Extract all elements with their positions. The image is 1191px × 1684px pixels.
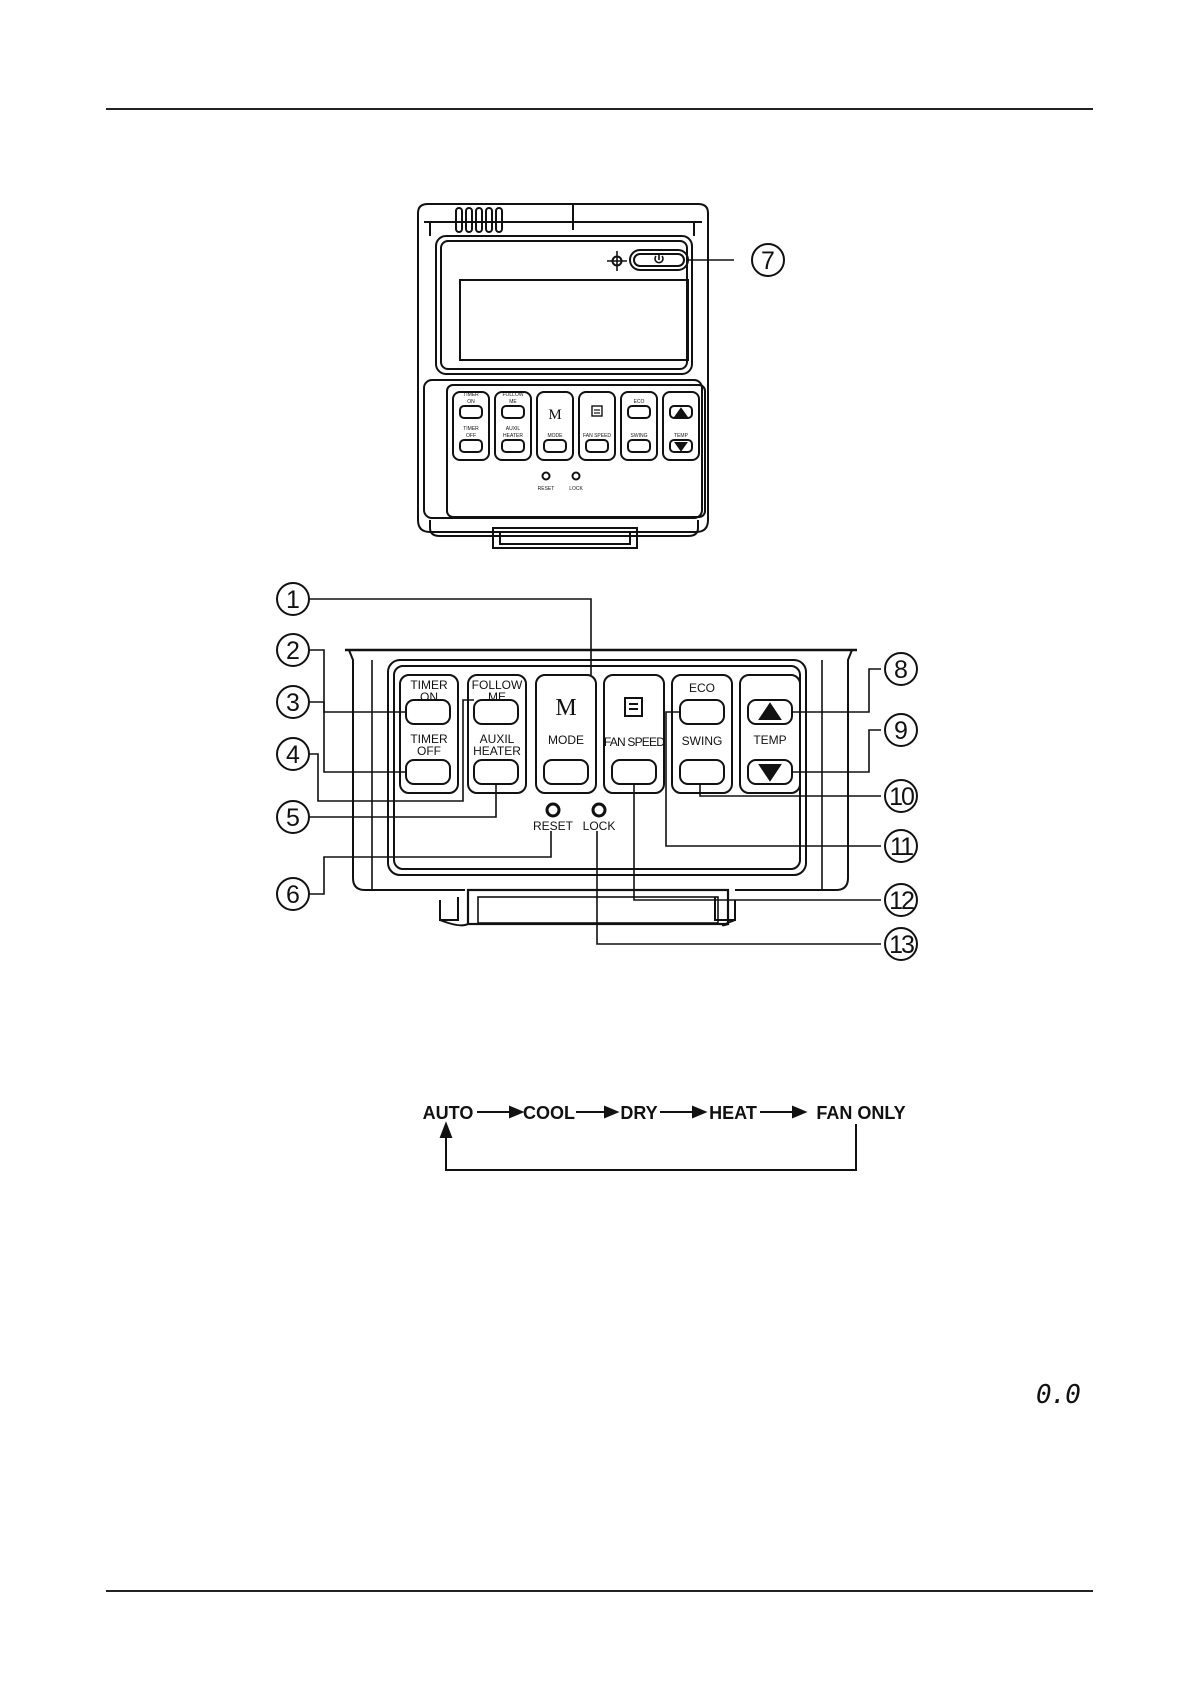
ov-temp-label: TEMP [674,433,689,439]
ov-timer-off-line1: TIMER [463,426,479,432]
controller-overview [418,204,708,548]
mode-step-auto: AUTO [423,1103,474,1123]
auxil-heater-label-line2: HEATER [473,744,521,758]
overview-labels: TIMER ON TIMER OFF FOLLOW ME AUXIL HEATE… [463,392,688,492]
timer-on-label-line2: ON [420,690,438,704]
lcd-screen [460,280,688,360]
eco-label: ECO [689,681,715,695]
mode-step-heat: HEAT [709,1103,757,1123]
fan-speed-label: FAN SPEED [604,735,665,749]
callout-2: 2 [286,637,300,665]
lock-pinhole[interactable] [593,804,605,816]
follow-me-label-line2: ME [488,690,506,704]
up-arrow-icon [760,704,780,719]
sensor-icon [607,251,627,271]
callout-numbers: 1 2 3 4 5 6 7 8 9 10 11 12 13 [286,247,914,959]
detail-labels: TIMER ON TIMER OFF FOLLOW ME AUXIL HEATE… [410,678,786,833]
reset-label: RESET [533,819,574,833]
eco-button[interactable] [680,700,724,724]
mode-step-dry: DRY [620,1103,657,1123]
swing-label: SWING [682,734,723,748]
ov-timer-on-line2: ON [467,399,475,405]
callout-12: 12 [889,887,914,915]
callout-13: 13 [889,931,914,959]
power-button[interactable] [630,250,688,270]
ov-lock-label: LOCK [569,486,583,492]
swing-button[interactable] [680,760,724,784]
callout-6: 6 [286,881,300,909]
ov-fan-speed-label: FAN SPEED [583,433,611,439]
callout-8: 8 [894,656,908,684]
ov-reset-label: RESET [538,486,555,492]
temp-label: TEMP [753,733,786,747]
mode-m-icon: M [555,695,576,721]
mode-button[interactable] [544,760,588,784]
ov-mode-label: MODE [548,433,564,439]
down-arrow-icon [760,765,780,780]
timer-off-label-line2: OFF [417,744,441,758]
reset-pinhole[interactable] [547,804,559,816]
timer-off-button[interactable] [406,760,450,784]
ov-follow-me-line1: FOLLOW [502,392,523,398]
auxil-heater-button[interactable] [474,760,518,784]
mode-step-fan-only: FAN ONLY [816,1103,905,1123]
lock-label: LOCK [583,819,616,833]
mode-label: MODE [548,733,584,747]
ov-auxil-heater-line1: AUXIL [506,426,521,432]
callout-3: 3 [286,689,300,717]
vent-slots [456,208,502,232]
ov-swing-label: SWING [631,433,648,439]
callout-9: 9 [894,717,908,745]
ov-timer-on-line1: TIMER [463,392,479,398]
callout-1: 1 [286,586,300,614]
ov-mode-m-icon: M [548,407,561,423]
callout-7: 7 [761,247,775,275]
fan-speed-button[interactable] [612,760,656,784]
ov-eco-label: ECO [634,399,645,405]
callout-11: 11 [890,833,913,861]
display-reading: 0.0 [1036,1380,1080,1410]
callout-4: 4 [286,741,300,769]
fan-speed-icon [625,698,642,716]
callout-10: 10 [889,783,914,811]
mode-step-cool: COOL [523,1103,575,1123]
ov-timer-off-line2: OFF [466,433,476,439]
ov-auxil-heater-line2: HEATER [503,433,523,439]
callout-5: 5 [286,804,300,832]
ov-follow-me-line2: ME [509,399,517,405]
